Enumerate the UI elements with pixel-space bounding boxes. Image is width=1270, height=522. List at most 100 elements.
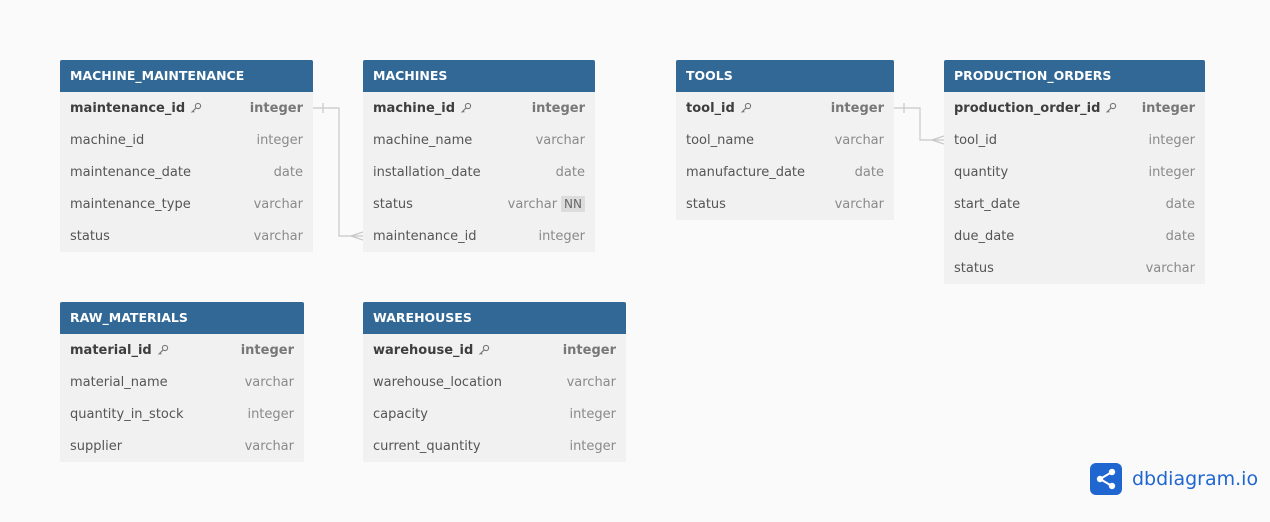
not-null-badge: NN [561, 196, 585, 212]
field-type-wrap: varchar [835, 197, 884, 212]
field-type: varchar [244, 374, 294, 390]
field-type: integer [569, 438, 616, 454]
field-type: varchar [507, 196, 558, 212]
field-type-wrap: varchar [254, 229, 303, 244]
table-header[interactable]: RAW_MATERIALS [60, 302, 304, 334]
field-type: varchar [566, 374, 616, 390]
field-name: production_order_id [954, 100, 1101, 116]
field-name-wrap: maintenance_date [70, 165, 191, 180]
field-name-wrap: maintenance_type [70, 197, 191, 212]
field-type-wrap: varchar [1146, 261, 1195, 276]
table-header[interactable]: MACHINES [363, 60, 595, 92]
field-row[interactable]: current_quantity integer [363, 430, 626, 462]
field-row[interactable]: status varchar [60, 220, 313, 252]
many-cardinality-marker [931, 135, 945, 141]
table-header[interactable]: PRODUCTION_ORDERS [944, 60, 1205, 92]
field-row[interactable]: status varchar [676, 188, 894, 220]
field-type: varchar [834, 196, 884, 212]
field-type: date [555, 164, 585, 180]
field-type-wrap: date [274, 165, 303, 180]
field-name-wrap: tool_name [686, 133, 754, 148]
field-name-wrap: status [954, 261, 994, 276]
field-name: quantity [954, 164, 1009, 180]
field-name: warehouse_id [373, 342, 474, 358]
table-production-orders[interactable]: PRODUCTION_ORDERS production_order_id inte… [944, 60, 1205, 284]
field-name: status [373, 196, 413, 212]
field-name: maintenance_type [70, 196, 191, 212]
brand-logo[interactable]: dbdiagram.io [1090, 463, 1258, 495]
key-icon [152, 344, 169, 356]
field-type-wrap: date [855, 165, 884, 180]
field-name-wrap: maintenance_id [70, 101, 202, 116]
field-type-wrap: integer [538, 229, 585, 244]
field-row[interactable]: warehouse_location varchar [363, 366, 626, 398]
field-row[interactable]: maintenance_id integer [60, 92, 313, 124]
key-icon [455, 102, 472, 114]
table-header[interactable]: WAREHOUSES [363, 302, 626, 334]
field-name-wrap: warehouse_location [373, 375, 502, 390]
field-name: status [70, 228, 110, 244]
field-name: status [686, 196, 726, 212]
field-name: machine_name [373, 132, 473, 148]
field-type-wrap: integer [1142, 101, 1195, 116]
field-type: varchar [253, 196, 303, 212]
field-name: material_id [70, 342, 152, 358]
field-name-wrap: machine_id [373, 101, 472, 116]
field-type: varchar [1145, 260, 1195, 276]
field-type: integer [249, 100, 303, 116]
table-header[interactable]: TOOLS [676, 60, 894, 92]
field-type: date [1165, 228, 1195, 244]
field-row[interactable]: tool_name varchar [676, 124, 894, 156]
field-row[interactable]: production_order_id integer [944, 92, 1205, 124]
field-type-wrap: varchar [835, 133, 884, 148]
field-name: tool_id [954, 132, 997, 148]
field-row[interactable]: capacity integer [363, 398, 626, 430]
field-name: quantity_in_stock [70, 406, 184, 422]
relationship-line[interactable] [313, 107, 363, 237]
field-name-wrap: current_quantity [373, 439, 481, 454]
field-row[interactable]: machine_id integer [60, 124, 313, 156]
relationship-line[interactable] [894, 107, 944, 141]
field-type-wrap: varchar [245, 375, 294, 390]
field-name-wrap: tool_id [954, 133, 997, 148]
field-name-wrap: supplier [70, 439, 122, 454]
field-row[interactable]: status varchar [944, 252, 1205, 284]
field-row[interactable]: manufacture_date date [676, 156, 894, 188]
field-type-wrap: integer [256, 133, 303, 148]
field-name: manufacture_date [686, 164, 806, 180]
field-row[interactable]: maintenance_type varchar [60, 188, 313, 220]
table-header[interactable]: MACHINE_MAINTENANCE [60, 60, 313, 92]
field-name: installation_date [373, 164, 481, 180]
field-name-wrap: machine_id [70, 133, 144, 148]
field-row[interactable]: maintenance_date date [60, 156, 313, 188]
share-nodes-icon [1090, 463, 1122, 495]
field-name-wrap: production_order_id [954, 101, 1117, 116]
field-name-wrap: capacity [373, 407, 428, 422]
field-name: warehouse_location [373, 374, 502, 390]
field-type: integer [569, 406, 616, 422]
field-type: varchar [253, 228, 303, 244]
field-row[interactable]: installation_date date [363, 156, 595, 188]
field-name-wrap: quantity [954, 165, 1008, 180]
